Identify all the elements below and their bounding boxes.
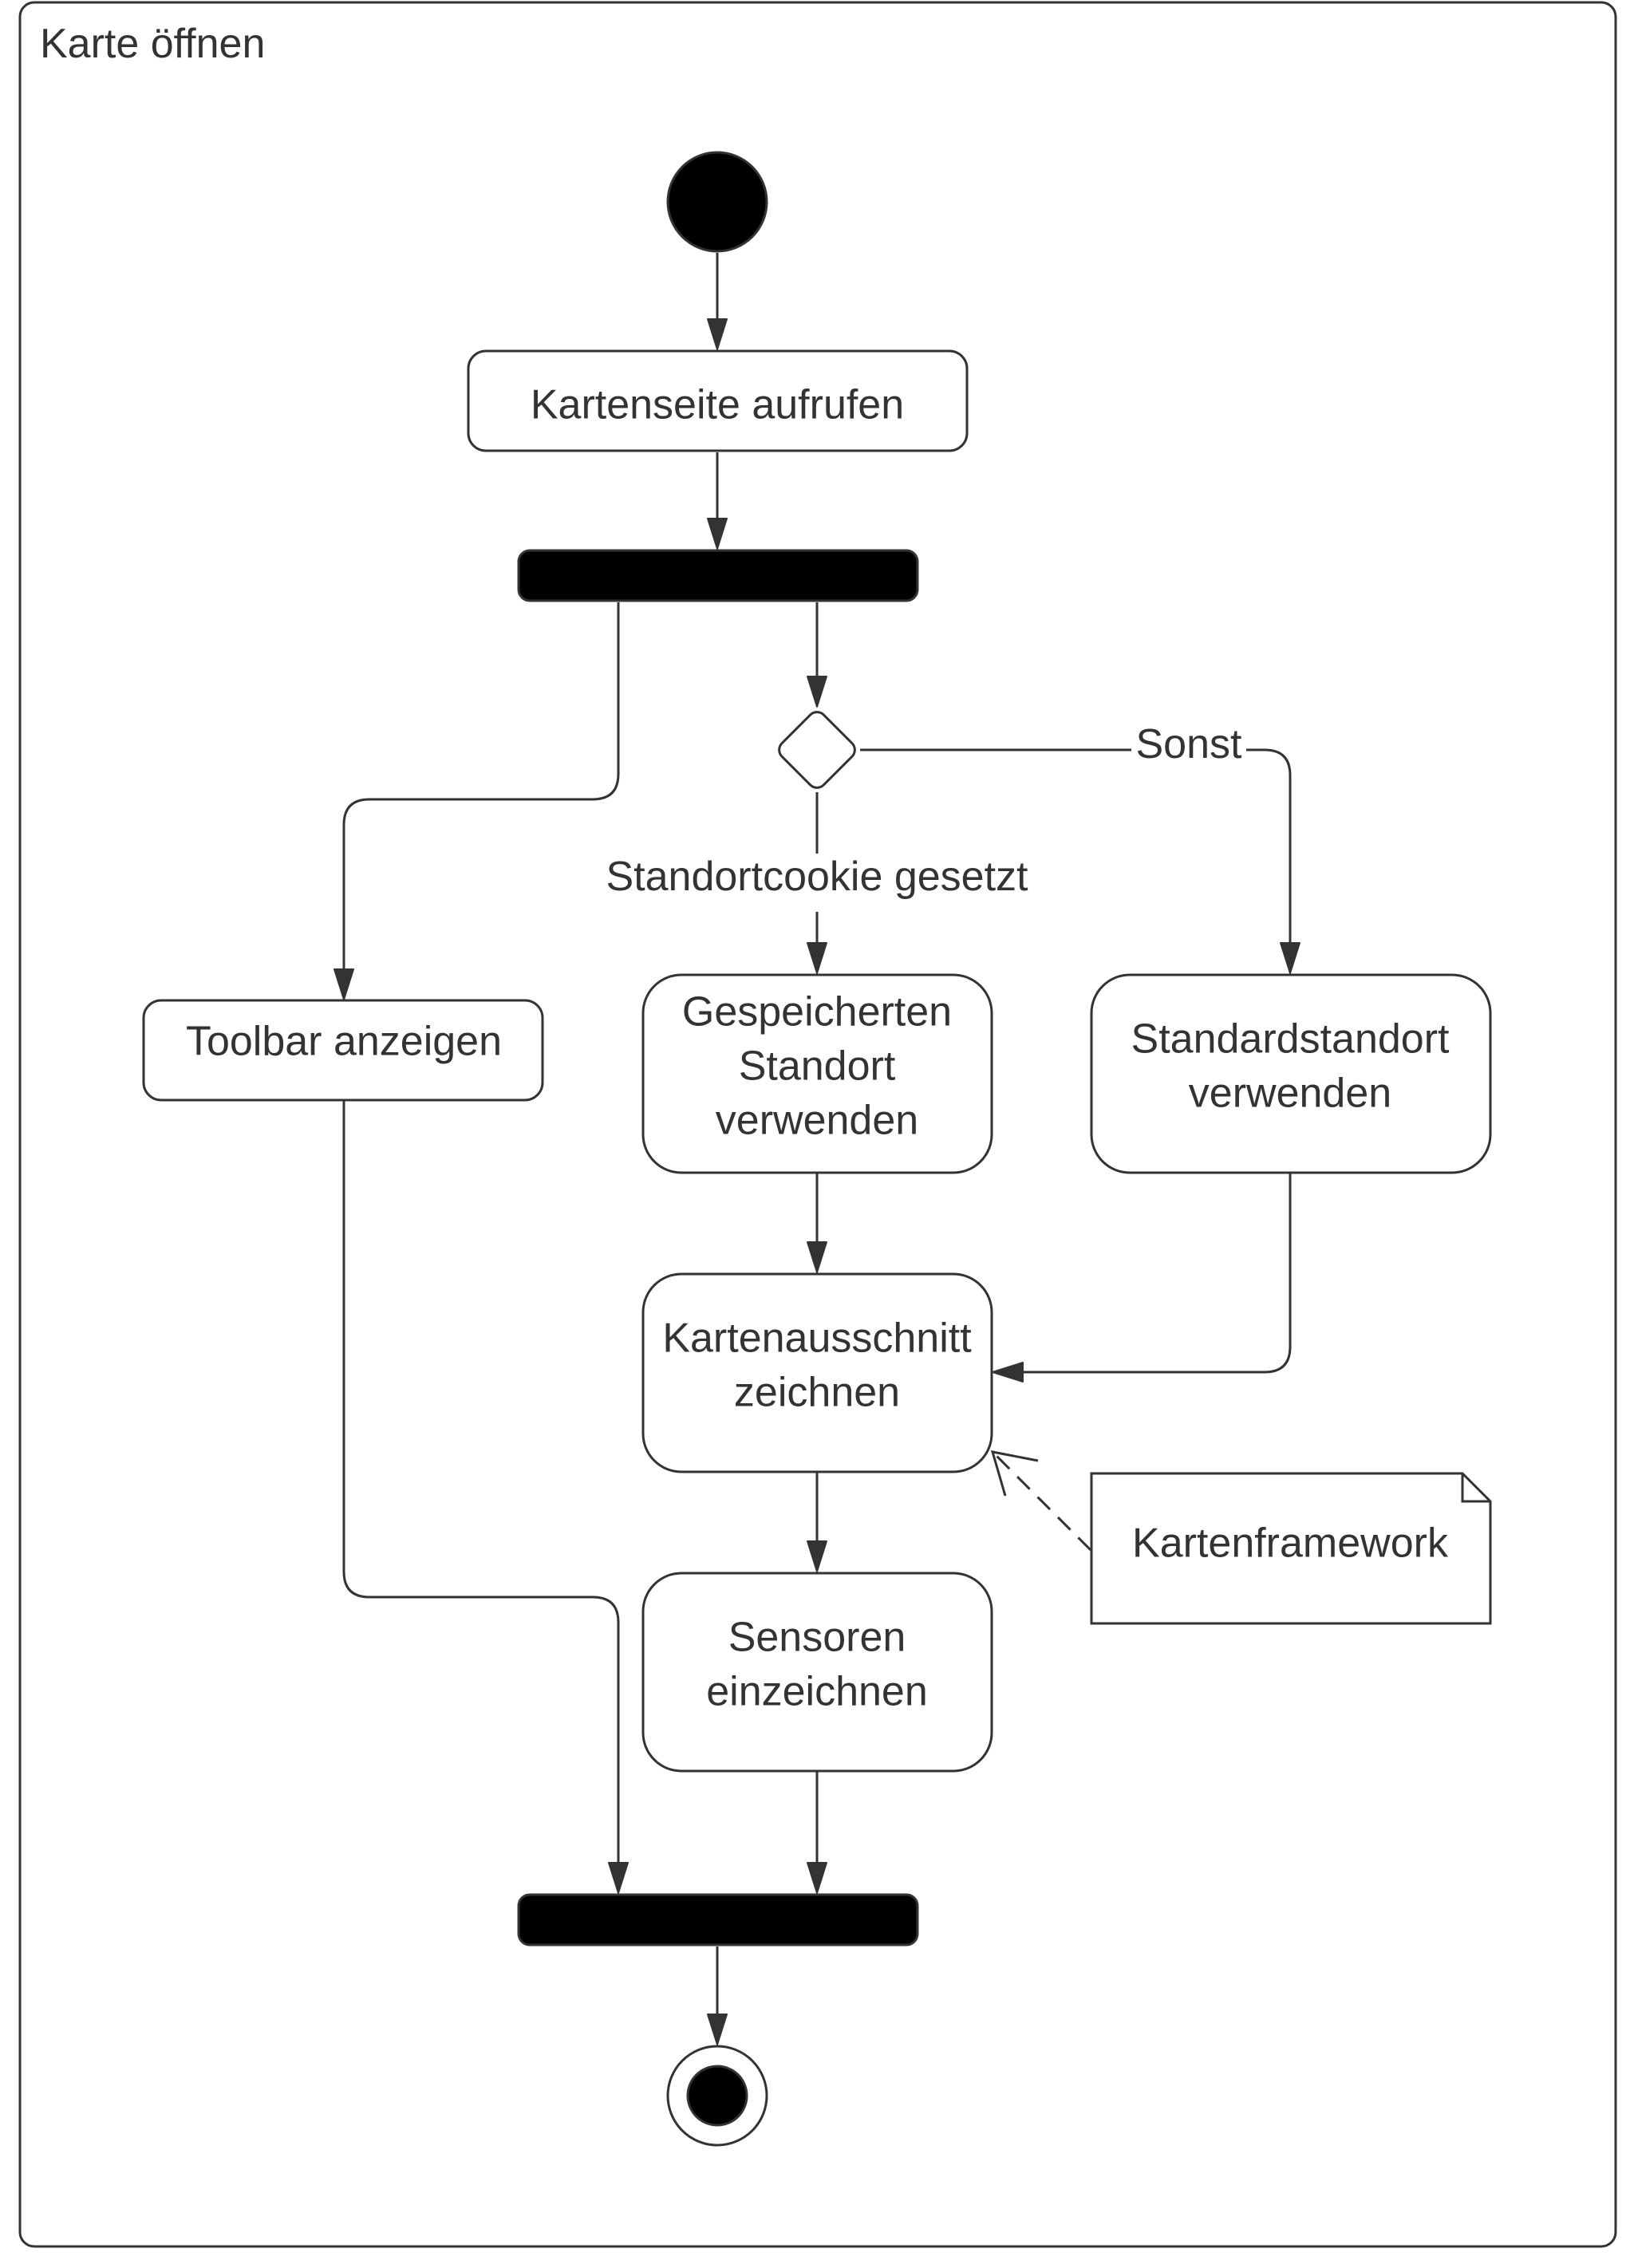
action-sensoren-einzeichnen	[641, 1572, 993, 1773]
edge-label-cookie: Standortcookie gesetzt	[606, 854, 1029, 900]
label-kartenseite: Kartenseite aufrufen	[531, 382, 904, 428]
edge-fork-to-toolbar	[342, 602, 620, 969]
label-ausschnitt: zeichnen	[734, 1370, 900, 1416]
action-kartenseite-aufrufen	[467, 349, 969, 452]
edge-standard-to-ausschnitt	[1023, 1173, 1292, 1374]
arrowhead	[807, 676, 827, 708]
label-gespeichert: Gespeicherten	[682, 989, 952, 1035]
frame-title: Karte öffnen	[40, 21, 265, 67]
label-gespeichert: Standort	[739, 1043, 896, 1090]
arrowhead	[707, 518, 728, 550]
arrowhead	[807, 1241, 827, 1273]
edge-decision-to-standard-2	[1246, 748, 1292, 943]
final-node-dot	[686, 2065, 748, 2127]
arrowhead	[608, 1862, 629, 1894]
nodes: Kartenseite aufrufen Toolbar anzeigen Ge…	[142, 151, 1492, 2147]
action-toolbar-anzeigen	[142, 999, 544, 1102]
arrowhead	[707, 318, 728, 350]
label-sensoren: Sensoren	[728, 1615, 906, 1661]
label-gespeichert: verwenden	[716, 1098, 918, 1144]
arrowhead	[807, 1540, 827, 1572]
edges: Sonst Standortcookie gesetzt	[333, 253, 1300, 2045]
join-bar	[517, 1893, 919, 1947]
arrowhead	[992, 1362, 1024, 1382]
label-standard: Standardstandort	[1131, 1016, 1450, 1063]
label-note: Kartenframework	[1132, 1521, 1449, 1567]
note-kartenframework	[1090, 1472, 1492, 1625]
arrowhead	[707, 2014, 728, 2045]
fork-bar	[517, 549, 919, 602]
arrowhead	[807, 1862, 827, 1894]
edge-label-sonst: Sonst	[1136, 721, 1243, 767]
arrowhead	[1280, 942, 1300, 974]
action-gespeicherten-standort	[641, 973, 993, 1174]
action-standardstandort	[1090, 973, 1492, 1174]
edge-toolbar-to-join	[342, 1100, 620, 1863]
label-sensoren: einzeichnen	[706, 1669, 928, 1715]
note-fold	[1461, 1473, 1490, 1503]
label-ausschnitt: Kartenausschnitt	[662, 1315, 972, 1362]
action-kartenausschnitt	[641, 1272, 993, 1473]
decision-node	[778, 711, 856, 789]
arrowhead	[807, 942, 827, 974]
arrowhead	[333, 968, 354, 1000]
edge-note-dependency	[991, 1450, 1092, 1552]
label-standard: verwenden	[1189, 1071, 1391, 1117]
label-toolbar: Toolbar anzeigen	[186, 1019, 502, 1065]
initial-node	[666, 151, 768, 253]
open-arrowhead	[990, 1450, 1039, 1497]
